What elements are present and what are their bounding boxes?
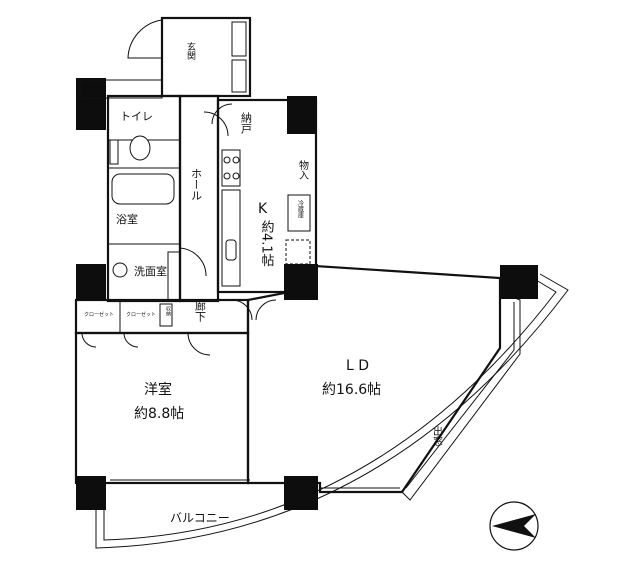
washer-space (167, 251, 181, 301)
pillar-bottom-mid (284, 476, 318, 510)
small-closet (159, 303, 173, 327)
corridor-label: 廊下 (194, 299, 207, 323)
washroom-label: 洗面室 (134, 264, 167, 278)
entrance-label: 玄関 (185, 41, 196, 61)
washbasin (112, 262, 128, 278)
toilet-sink (109, 139, 119, 165)
north-arrow-icon (489, 501, 539, 551)
ld-label: L D (346, 358, 369, 374)
shoe-cabinet-2 (231, 59, 247, 93)
entrance-door-swing (127, 19, 163, 59)
fridge-label: 冷蔵庫 (297, 199, 304, 219)
bay-window-inner (405, 302, 515, 489)
kitchen-bottom-door-1 (231, 299, 253, 321)
pantry-label: 物入 (297, 159, 309, 180)
bay-window (401, 295, 521, 501)
counter (221, 189, 241, 287)
sink (225, 239, 237, 261)
western-door-swing (187, 332, 211, 356)
ld-size-label: 約16.6帖 (322, 382, 381, 398)
storage-door-swing (211, 103, 233, 125)
pillar-ld-corner (500, 265, 538, 299)
western-room-label: 洋室 (144, 381, 172, 398)
bath-label: 浴室 (116, 212, 138, 226)
window-label: 出窓 (431, 425, 443, 446)
entrance-walls (160, 16, 252, 98)
corridor-door-swing (179, 247, 207, 277)
kitchen-size-label: 約4.1帖 (259, 220, 275, 267)
closet-label-1: クローゼット (84, 311, 114, 318)
closet-label-2: クローゼット (126, 311, 156, 318)
closet-strip (74, 298, 250, 335)
kitchen-walls (216, 98, 318, 294)
storage-label: 納戸 (240, 112, 253, 135)
pillar-kitchen-top (287, 96, 317, 134)
pillar-top-left (76, 78, 106, 130)
fridge-space (287, 194, 311, 232)
pillar-left-mid (76, 264, 106, 300)
closet-door-2 (123, 332, 139, 348)
pillar-kitchen-bottom (284, 264, 318, 300)
toilet-bowl (129, 135, 151, 161)
bath-walls (107, 167, 181, 245)
stove-area (221, 149, 241, 187)
closet-door-1 (81, 332, 97, 348)
toilet-label: トイレ (120, 110, 153, 123)
hall-door-swing (203, 111, 229, 137)
pillar-bottom-left (76, 476, 106, 510)
shelf-label: 収納 (165, 305, 171, 317)
meter-box (79, 79, 163, 99)
balcony-outline (95, 273, 569, 549)
balcony-label: バルコニー (170, 511, 230, 525)
hall-label: ホール (190, 168, 203, 201)
shoe-cabinet-1 (231, 21, 247, 57)
western-size-label: 約8.8帖 (134, 406, 184, 422)
kitchen-label: K (258, 201, 268, 217)
fridge-outline (285, 239, 311, 265)
bathtub (111, 173, 175, 205)
kitchen-bottom-door-2 (255, 299, 277, 321)
